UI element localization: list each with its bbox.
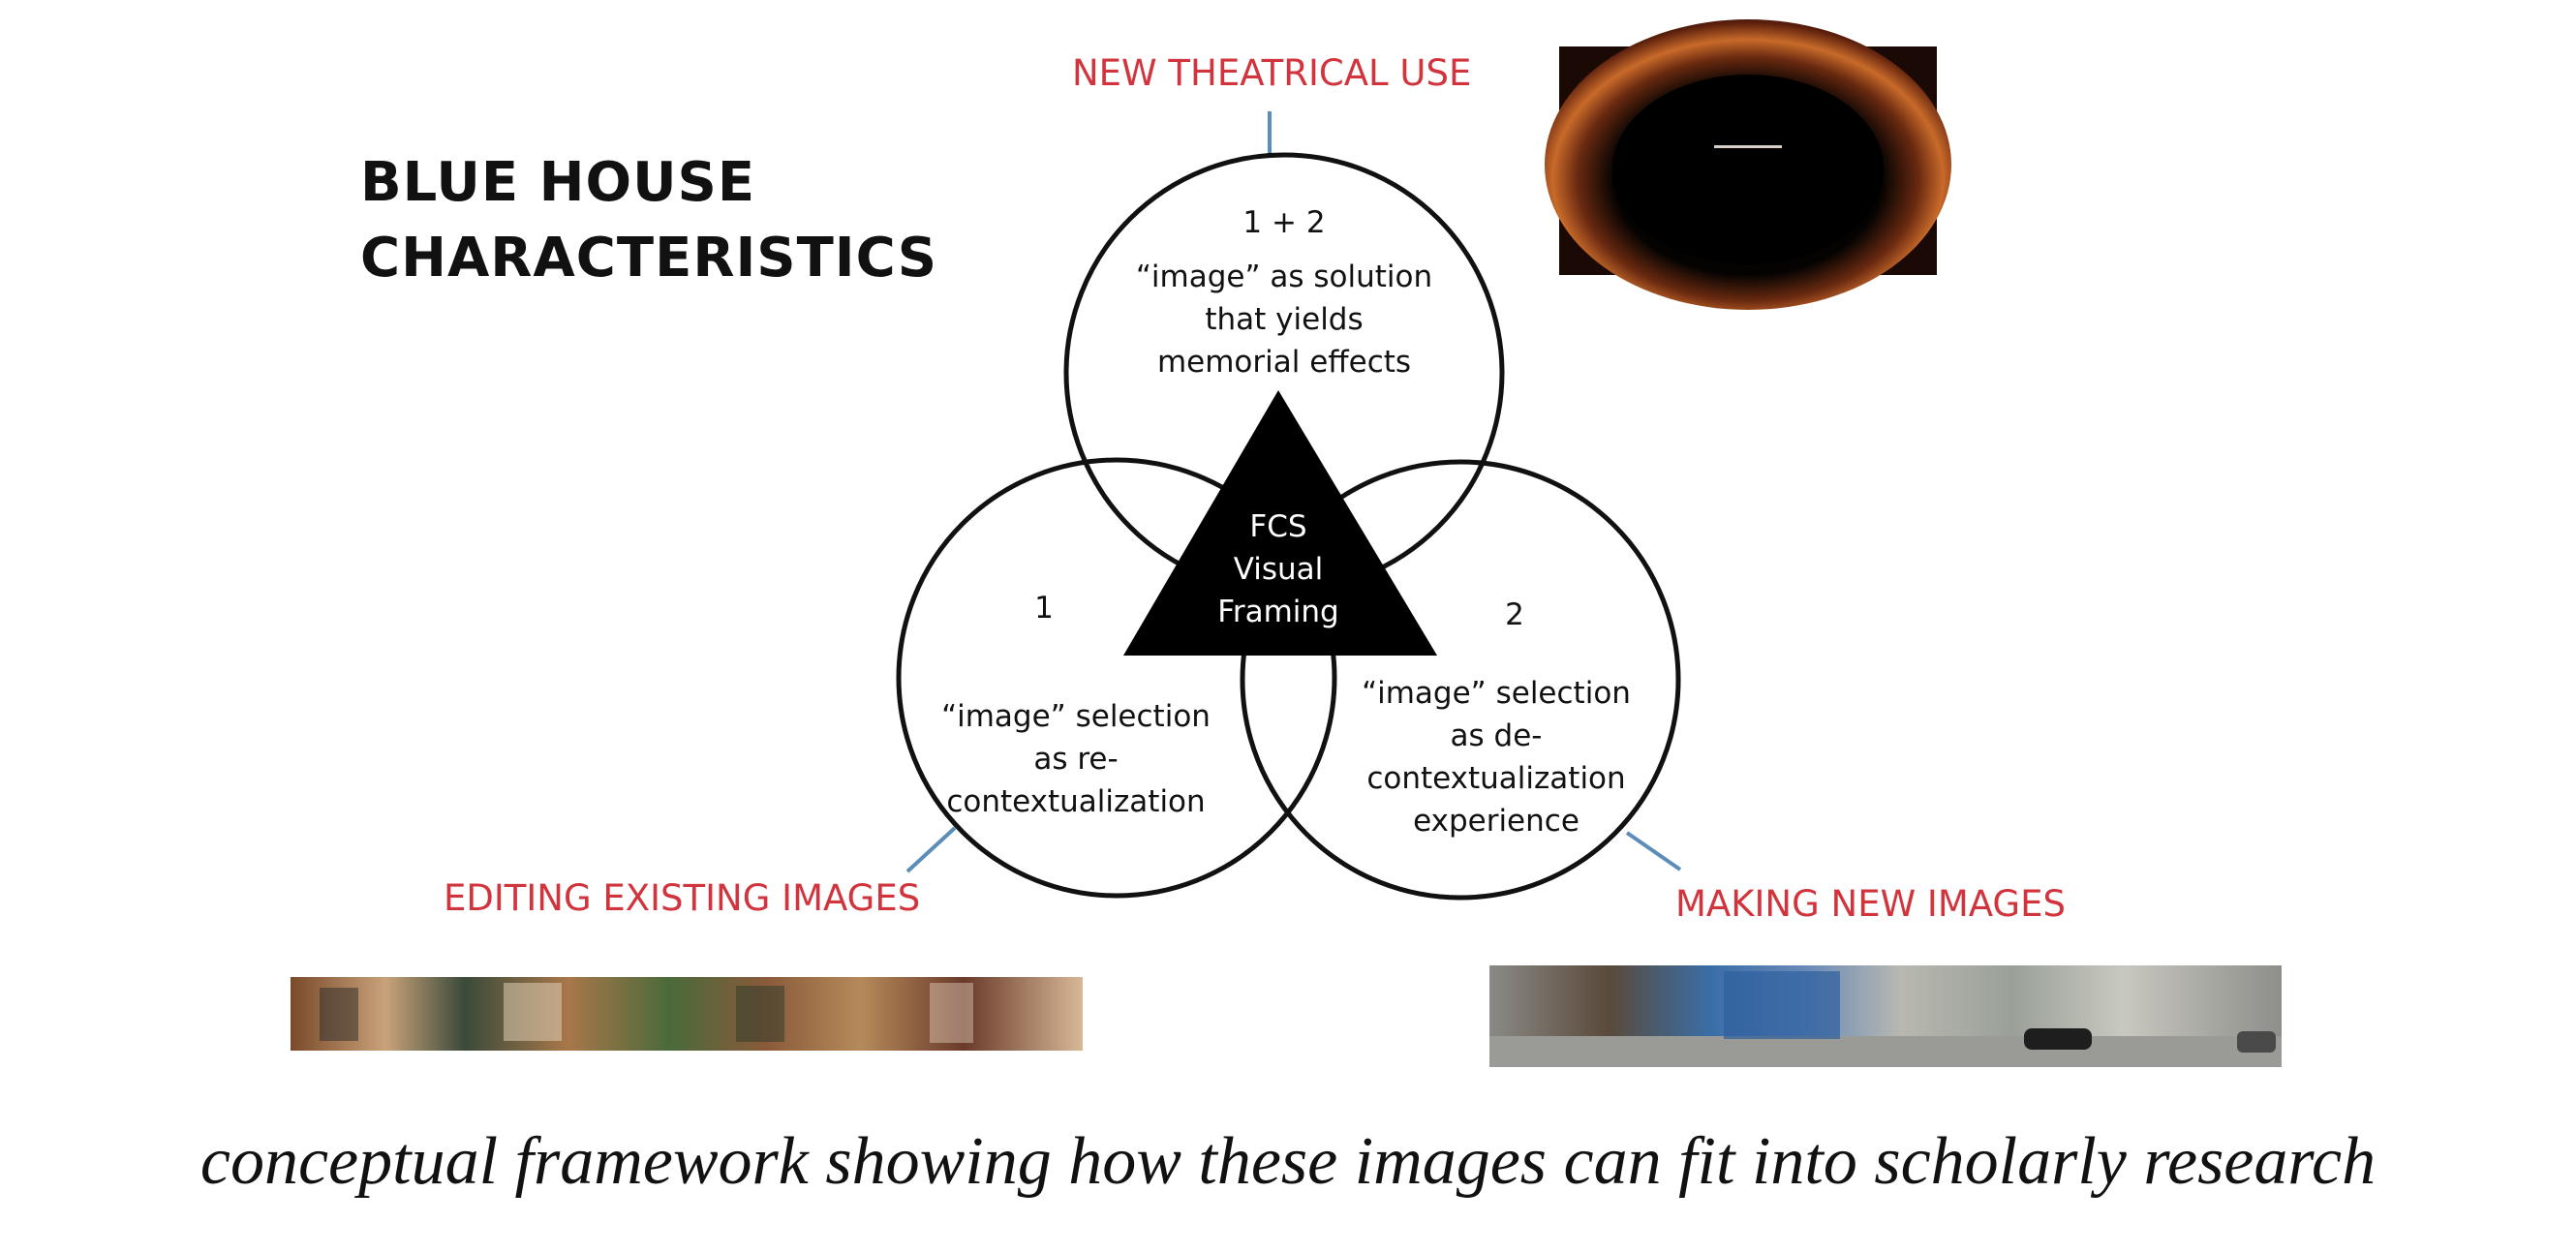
circle-right-line-1: “image” selection xyxy=(1362,676,1631,711)
circle-top-line-3: memorial effects xyxy=(1156,345,1412,380)
circle-top-line-1: “image” as solution xyxy=(1135,260,1433,294)
title-line-1: BLUE HOUSE xyxy=(360,151,756,214)
circle-left-line-2: as re- xyxy=(1033,742,1119,777)
connector-line-right xyxy=(1625,831,1682,871)
center-triangle xyxy=(1123,390,1437,656)
center-line-1: FCS xyxy=(1249,509,1307,544)
connector-line-left xyxy=(905,826,957,873)
circle-top-text: “image” as solution that yields memorial… xyxy=(1136,256,1432,383)
street-panorama xyxy=(1489,965,2282,1067)
circle-top-number: 1 + 2 xyxy=(1242,205,1326,240)
circle-right-line-2: as de- xyxy=(1450,718,1543,753)
label-editing-existing-images: EDITING EXISTING IMAGES xyxy=(444,877,921,919)
label-new-theatrical-use: NEW THEATRICAL USE xyxy=(1072,52,1472,94)
circle-right-number: 2 xyxy=(1505,597,1524,632)
diagram-title: BLUE HOUSE CHARACTERISTICS xyxy=(360,145,937,296)
shop-interior-panorama xyxy=(291,977,1083,1051)
label-making-new-images: MAKING NEW IMAGES xyxy=(1675,883,2066,925)
circle-right-line-4: experience xyxy=(1413,804,1579,839)
center-text: FCS Visual Framing xyxy=(1199,505,1358,633)
circle-left xyxy=(896,457,1337,899)
circle-left-text: “image” selection as re- contextualizati… xyxy=(941,695,1211,823)
theatrical-stage-photo xyxy=(1545,19,1951,310)
circle-right xyxy=(1240,459,1681,901)
circle-top-line-2: that yields xyxy=(1205,302,1364,337)
circle-left-line-3: contextualization xyxy=(946,784,1206,819)
circle-right-line-3: contextualization xyxy=(1366,761,1626,796)
center-line-3: Framing xyxy=(1217,595,1339,629)
circle-right-text: “image” selection as de- contextualizati… xyxy=(1362,672,1631,842)
center-line-2: Visual xyxy=(1233,552,1324,587)
circle-left-line-1: “image” selection xyxy=(941,699,1211,734)
figure-caption: conceptual framework showing how these i… xyxy=(199,1124,2377,1199)
circle-left-number: 1 xyxy=(1034,591,1054,626)
title-line-2: CHARACTERISTICS xyxy=(360,227,938,290)
